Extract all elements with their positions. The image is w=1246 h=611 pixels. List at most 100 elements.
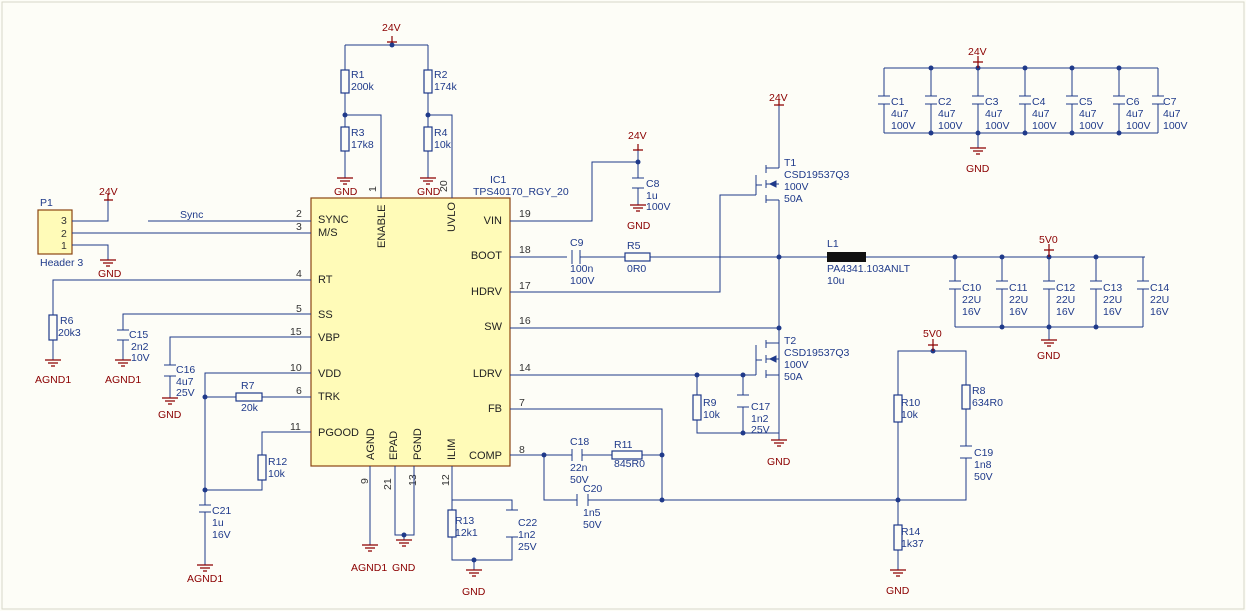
c10-des: C10 [962, 282, 981, 294]
c22-volt: 25V [518, 541, 537, 553]
c16-val: 4u7 [176, 376, 194, 388]
pin-epad-name: EPAD [388, 431, 400, 460]
pin-ldrv-name: LDRV [473, 368, 503, 380]
pin-sw-num: 16 [519, 315, 531, 327]
r4-body [423, 126, 433, 152]
gnd-t2: GND [767, 456, 791, 468]
r10-val: 10k [901, 409, 919, 421]
c14-volt: 16V [1150, 306, 1169, 318]
r2-val: 174k [434, 81, 458, 93]
c5-volt: 100V [1079, 120, 1104, 132]
pin-ms-num: 3 [296, 221, 302, 233]
c20-val: 1n5 [583, 507, 601, 519]
r5-val: 0R0 [627, 263, 646, 275]
r11-des: R11 [614, 439, 633, 451]
c14-des: C14 [1150, 282, 1169, 294]
r13-val: 12k1 [455, 527, 478, 539]
mosfet-t2 [755, 340, 779, 378]
gnd-r3: GND [334, 186, 358, 198]
c21-body [199, 504, 211, 513]
input-cap-labels: C1 4u7 100V C2 4u7 100V C3 4u7 100V C4 4… [891, 96, 1188, 132]
c20-des: C20 [583, 483, 602, 495]
p1-pin-1: 1 [61, 240, 67, 252]
c3-val: 4u7 [985, 108, 1003, 120]
r8-val: 634R0 [972, 397, 1003, 409]
pwr-5v-out: 5V0 [1039, 234, 1058, 246]
r7-val: 20k [241, 402, 259, 414]
c6-val: 4u7 [1126, 108, 1144, 120]
ic1-part: TPS40170_RGY_20 [473, 186, 569, 198]
pin-trk-name: TRK [318, 391, 341, 403]
pin-uvlo-num: 20 [438, 180, 450, 192]
gnd-p1: GND [98, 268, 122, 280]
c11-des: C11 [1009, 282, 1028, 294]
pin-ss-num: 5 [296, 303, 302, 315]
gnd-ilim: GND [462, 586, 486, 598]
c9-volt: 100V [570, 275, 595, 287]
pin-pgood-num: 11 [290, 421, 301, 433]
agnd-r6: AGND1 [35, 374, 71, 386]
c18-body [571, 449, 583, 461]
c11-val: 22U [1009, 294, 1028, 306]
c7-val: 4u7 [1163, 108, 1181, 120]
pin-vin-num: 19 [519, 208, 531, 220]
l1-des: L1 [827, 238, 839, 250]
r13-des: R13 [455, 515, 474, 527]
c9-des: C9 [570, 237, 584, 249]
r8-body [961, 384, 971, 410]
pin-epad-num: 21 [382, 478, 394, 490]
pin-vdd-name: VDD [318, 368, 341, 380]
pin-vbp-name: VBP [318, 332, 340, 344]
capacitors [117, 95, 1164, 538]
p1-pin-3: 3 [61, 215, 67, 227]
l1-val: 10u [827, 275, 845, 287]
c13-volt: 16V [1103, 306, 1122, 318]
c3-volt: 100V [985, 120, 1010, 132]
c7-des: C7 [1163, 96, 1177, 108]
pin-enable-name: ENABLE [376, 205, 388, 248]
pin-agnd-name: AGND [365, 428, 377, 460]
pin-comp-num: 8 [519, 444, 525, 456]
gnd-r14: GND [886, 585, 910, 597]
c6-volt: 100V [1126, 120, 1151, 132]
r2-des: R2 [434, 69, 448, 81]
pin-ldrv-num: 14 [519, 362, 531, 374]
r9-val: 10k [703, 409, 721, 421]
c5-val: 4u7 [1079, 108, 1097, 120]
mosfet-t1 [755, 163, 780, 205]
pin-ilim-num: 12 [440, 474, 452, 486]
c19-body [960, 445, 972, 459]
c13-val: 22U [1103, 294, 1122, 306]
pwr-24v-top: 24V [382, 22, 401, 34]
pin-uvlo-name: UVLO [446, 202, 458, 232]
c4-val: 4u7 [1032, 108, 1050, 120]
agnd-c21: AGND1 [187, 573, 223, 585]
c8-val: 1u [646, 190, 658, 202]
pwr-24v-t1: 24V [769, 92, 788, 104]
pin-vin-name: VIN [484, 215, 502, 227]
c10-volt: 16V [962, 306, 981, 318]
c15-val: 2n2 [131, 341, 149, 353]
gnd-c16: GND [158, 409, 182, 421]
connector-p1[interactable] [37, 209, 73, 255]
t2-volt: 100V [784, 359, 809, 371]
c2-val: 4u7 [938, 108, 956, 120]
pin-vdd-num: 10 [290, 362, 302, 374]
resistors [48, 69, 971, 551]
c16-des: C16 [176, 364, 195, 376]
pin-sync-num: 2 [296, 208, 302, 220]
r14-val: 1k37 [901, 538, 924, 550]
ic1[interactable] [310, 197, 511, 467]
pwr-24v-caps: 24V [968, 46, 987, 58]
c4-volt: 100V [1032, 120, 1057, 132]
wires [52, 42, 1159, 570]
c22-body [506, 509, 518, 538]
r11-val: 845R0 [614, 458, 645, 470]
r2-body [423, 69, 433, 94]
ground-symbols [45, 147, 1057, 577]
gnd-output-caps: GND [1037, 350, 1061, 362]
p1-pin-2: 2 [61, 228, 67, 240]
c19-volt: 50V [974, 471, 993, 483]
r8-des: R8 [972, 385, 986, 397]
